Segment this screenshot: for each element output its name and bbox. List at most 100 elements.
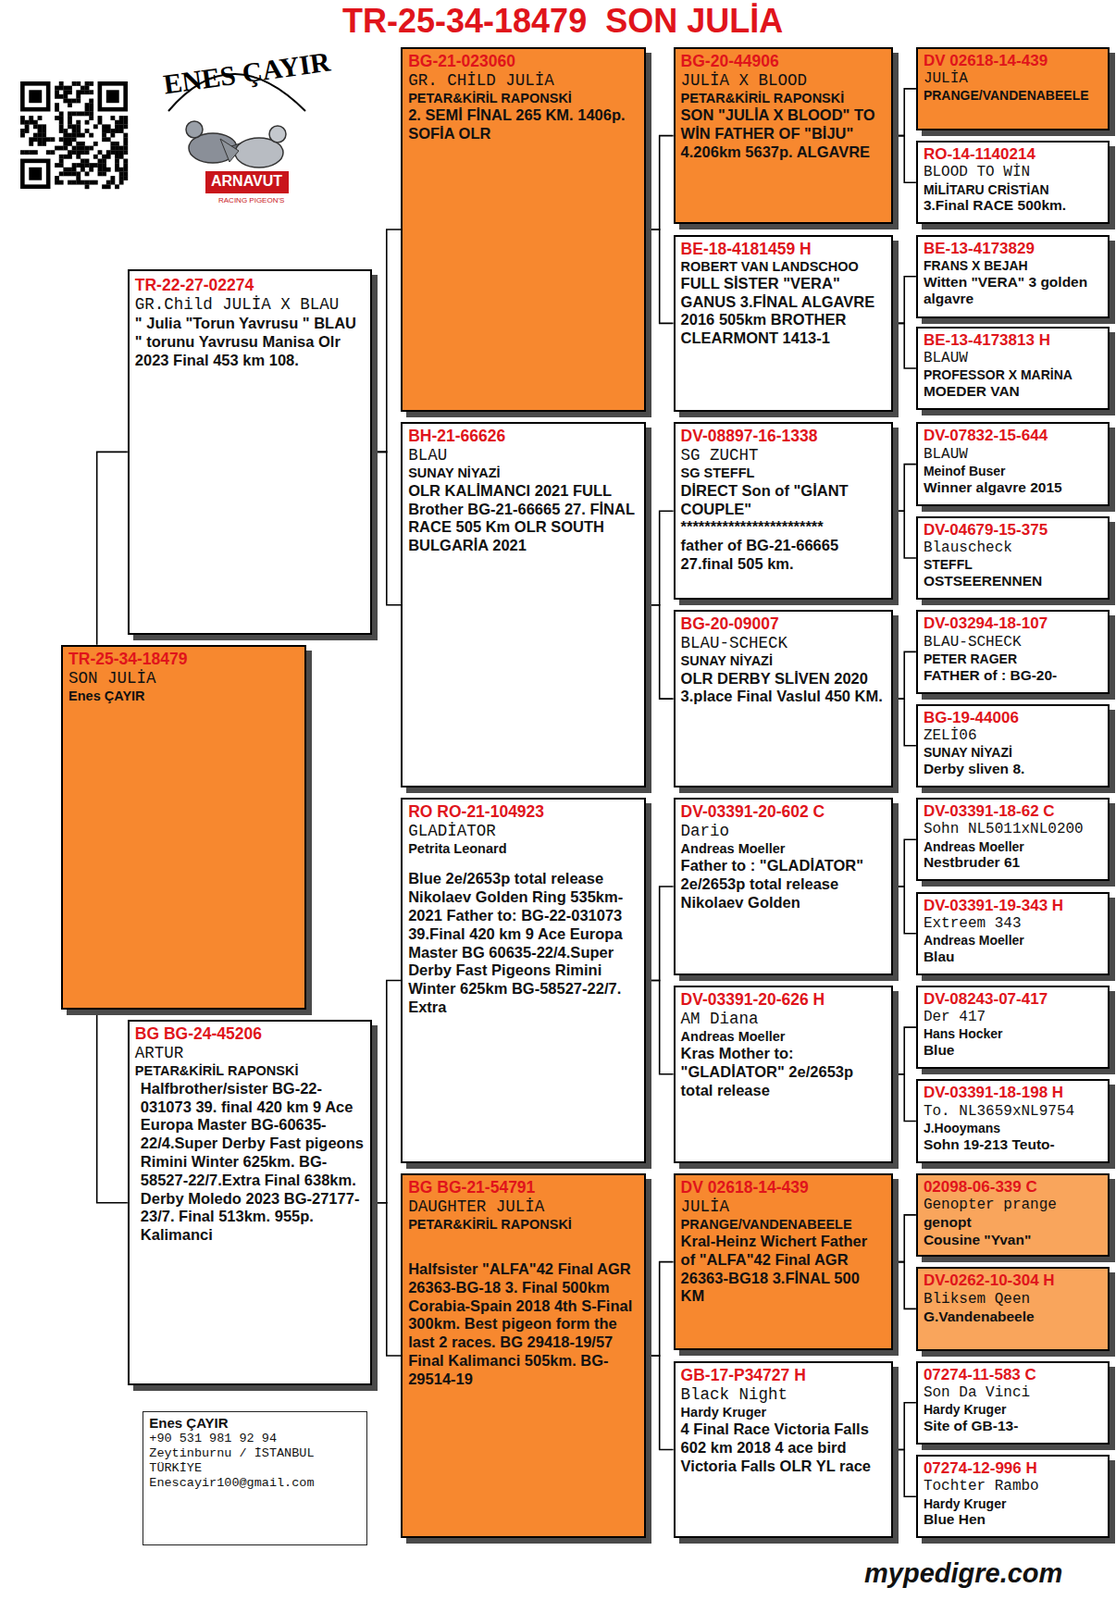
ring-number: DV-03391-20-602 C [681,802,886,822]
description: ************************ [681,518,886,537]
pedigree-box: 07274-11-583 CSon Da VinciHardy KrugerSi… [916,1361,1111,1445]
pedigree-box: BG BG-24-45206ARTURPETAR&KİRİL RAPONSKİH… [127,1019,373,1386]
pedigree-box: DV-03391-19-343 HExtreem 343Andreas Moel… [916,892,1111,976]
breeder-name: Meinof Buser [923,463,1104,480]
pedigree-box: DV-03294-18-107BLAU-SCHECKPETER RAGERFAT… [916,609,1111,694]
pigeon-name: JULİA X BLOOD [681,71,886,91]
breeder-name: Hardy Kruger [923,1401,1104,1418]
contact-line: Enescayir100@gmail.com [148,1475,361,1491]
pigeon-name: SON JULİA [68,669,299,689]
ring-number: DV-03391-18-62 C [923,802,1104,821]
breeder-name: Hardy Kruger [681,1404,886,1421]
pigeon-name: JULİA [681,1197,886,1217]
breeder-name: PETAR&KİRİL RAPONSKİ [681,90,886,107]
contact-box: Enes ÇAYIR+90 531 981 92 94Zeytinburnu /… [142,1411,368,1547]
description: Father to : "GLADİATOR" 2e/2653p total r… [681,856,886,912]
ring-number: GB-17-P34727 H [681,1365,886,1386]
description: father of BG-21-66665 27.final 505 km. [681,536,886,574]
ring-number: DV-03391-18-198 H [923,1083,1104,1103]
breeder-name: PETAR&KİRİL RAPONSKİ [408,90,639,107]
description: Blue Hen [923,1511,1104,1529]
description: FATHER of : BG-20- [923,667,1104,685]
pedigree-connector [892,1027,917,1075]
pedigree-box: DV-08243-07-417Der 417Hans HockerBlue [916,985,1111,1069]
pedigree-connector [372,1202,401,1356]
pedigree-connector [645,605,674,699]
pigeon-name: Tochter Rambo [923,1477,1104,1496]
pedigree-box: RO-14-1140214BLOOD TO WİNMİLİTARU CRİSTİ… [916,140,1111,224]
description: 2. SEMİ FİNAL 265 KM. 1406p. SOFİA OLR [408,106,639,144]
pedigree-box: BG-20-09007BLAU-SCHECKSUNAY NİYAZİOLR DE… [673,609,893,788]
pedigree-connector [372,451,401,605]
ring-number: DV-07832-15-644 [923,426,1104,446]
pedigree-connector [645,979,674,1074]
breeder-name: PROFESSOR X MARİNA [923,367,1104,384]
pigeon-name: BLAU-SCHECK [681,633,886,654]
description: genopt [923,1214,1104,1232]
ring-number: BH-21-66626 [408,426,639,447]
breeder-name: STEFFL [923,557,1104,573]
pigeon-name: BLOOD TO WİN [923,163,1104,182]
description: Kras Mother to: "GLADİATOR" 2e/2653p tot… [681,1044,886,1100]
pigeon-name: Bliksem Qeen [923,1290,1104,1309]
pedigree-connector [892,1215,917,1263]
ring-number: DV-08897-16-1338 [681,426,886,447]
ring-number: DV 02618-14-439 [923,51,1104,71]
breeder-name: PETER RAGER [923,651,1104,668]
pedigree-box: BG-19-44006ZELİ06SUNAY NİYAZİDerby slive… [916,704,1111,788]
watermark: mypedigre.com [864,1558,1063,1589]
pedigree-connector [892,322,917,369]
ring-number: BG-21-023060 [408,51,639,72]
breeder-name: Hardy Kruger [923,1496,1104,1513]
pedigree-connector [645,229,674,323]
breeder-name: PETAR&KİRİL RAPONSKİ [408,1216,639,1233]
pedigree-box: GB-17-P34727 HBlack NightHardy Kruger4 F… [673,1361,893,1539]
pedigree-connector [372,979,401,1203]
breeder-name: Hans Hocker [923,1026,1104,1042]
pedigree-box: BG-21-023060GR. CHİLD JULİAPETAR&KİRİL R… [400,47,646,413]
ring-number: 07274-11-583 C [923,1365,1104,1385]
description: MOEDER VAN [923,383,1104,401]
pedigree-connector [645,1262,674,1356]
pigeon-name: GR.Child JULİA X BLAU [135,295,366,315]
pedigree-connector [97,451,128,645]
description: Sohn 19-213 Teuto- [923,1136,1104,1154]
pedigree-connector [892,510,917,558]
pedigree-box: TR-25-34-18479SON JULİAEnes ÇAYIR [61,644,307,1011]
pedigree-connector [892,1262,917,1310]
ring-number: BE-13-4173829 [923,239,1104,259]
breeder-name: SG STEFFL [681,465,886,482]
logo-text: ENES ÇAYIR [161,46,333,101]
pedigree-connector [892,1074,917,1122]
contact-line: Zeytinburnu / İSTANBUL [148,1446,361,1462]
description: Derby sliven 8. [923,760,1104,779]
breeder-name: PRANGE/VANDENABEELE [681,1216,886,1233]
pedigree-box: BG-20-44906JULİA X BLOODPETAR&KİRİL RAPO… [673,47,893,225]
pedigree-connector [892,276,917,324]
pedigree-box: DV-03391-18-198 HTo. NL3659xNL9754J.Hooy… [916,1078,1111,1163]
pigeon-name: Son Da Vinci [923,1384,1104,1402]
pedigree-box: DV-0262-10-304 HBliksem QeenG.Vandenabee… [916,1266,1111,1351]
pigeon-name: AM Diana [681,1009,886,1030]
contact-line: TÜRKİYE [148,1461,361,1476]
pedigree-connector [645,136,674,230]
pedigree-connector [892,698,917,746]
ring-number: BE-18-4181459 H [681,239,886,260]
pedigree-box: BG BG-21-54791DAUGHTER JULİAPETAR&KİRİL … [400,1173,646,1539]
breeder-name: ROBERT VAN LANDSCHOO [681,259,886,275]
breeder-name: Andreas Moeller [923,839,1104,856]
logo-tagline: RACING PIGEON'S [218,196,285,205]
pigeon-name: Extreem 343 [923,915,1104,933]
pigeon-name: SG ZUCHT [681,446,886,466]
description: Cousine "Yvan" [923,1231,1104,1250]
breeder-name: Enes ÇAYIR [68,688,299,705]
pedigree-connector [372,229,401,452]
pedigree-connector [892,839,917,887]
description: Nestbruder 61 [923,854,1104,872]
pigeon-name: To. NL3659xNL9754 [923,1103,1104,1121]
pigeon-name: Sohn NL5011xNL0200 [923,820,1104,839]
page-title: TR-25-34-18479 SON JULİA [342,1,783,41]
ring-number: RO RO-21-104923 [408,802,639,822]
description: Blue 2e/2653p total release Nikolaev Gol… [408,869,639,1017]
description: OSTSEERENNEN [923,572,1104,591]
